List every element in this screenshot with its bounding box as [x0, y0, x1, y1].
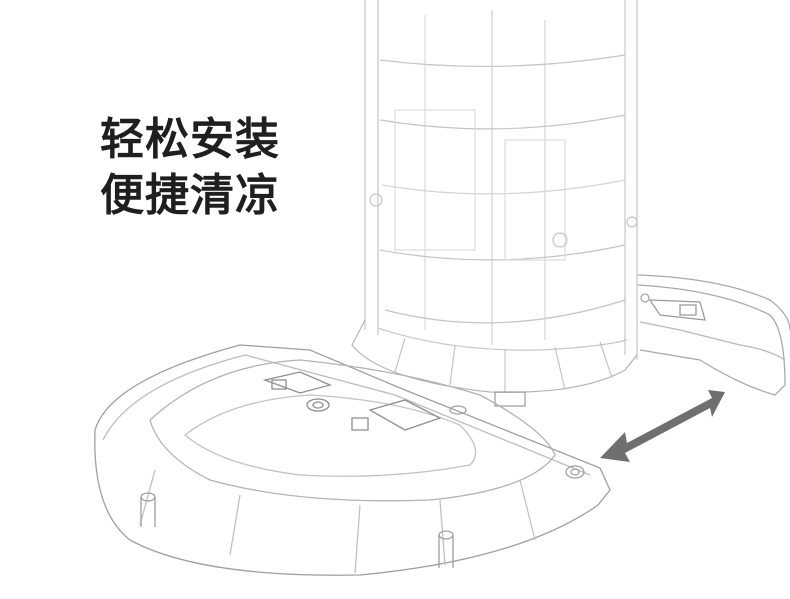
double-headed-arrow [600, 390, 725, 462]
fan-base-right-half [637, 274, 790, 396]
fan-tower [351, 0, 638, 407]
headline: 轻松安装 便捷清凉 [100, 112, 280, 224]
headline-line-2: 便捷清凉 [100, 170, 280, 221]
fan-base-left-half [94, 344, 611, 576]
headline-line-1: 轻松安装 [100, 114, 280, 165]
